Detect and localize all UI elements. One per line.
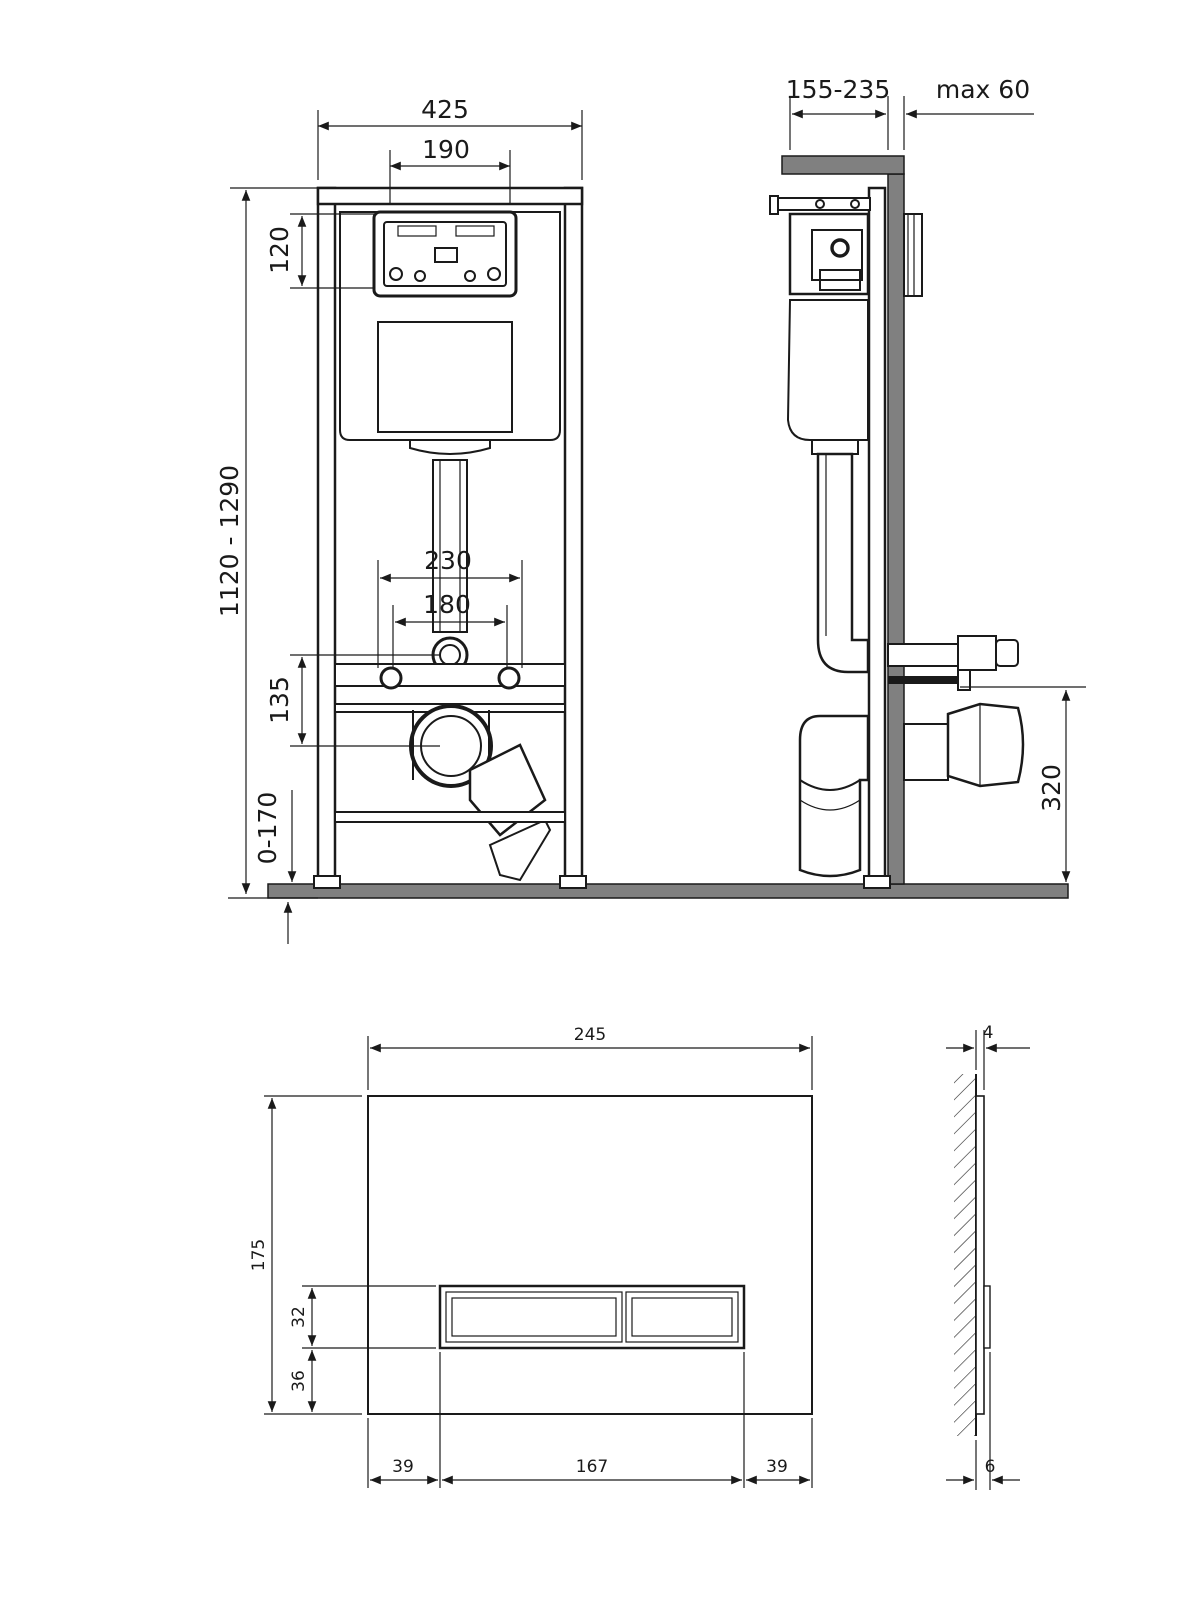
dim-425: 425 [421,95,469,124]
dim-245: 245 [574,1025,606,1045]
flush-plate-front-view: 245 175 32 36 39 167 39 [249,1025,813,1488]
dim-36: 36 [289,1370,309,1392]
dim-167: 167 [576,1457,608,1477]
service-box [372,210,518,298]
flush-plate [367,1095,813,1415]
dim-155-235: 155-235 [786,75,890,104]
dim-190: 190 [422,135,470,164]
plate-profile [975,1095,985,1415]
mounting-bar [334,663,566,687]
dim-0-170: 0-170 [253,792,282,865]
dim-320: 320 [1037,764,1066,812]
floor [267,883,1069,899]
frame-front-view: 425 190 1120 - 1290 120 230 180 [215,95,1069,944]
frame-front-dimensions: 425 190 1120 - 1290 120 230 180 [215,95,583,944]
flush-plate-dimensions: 245 175 32 36 39 167 39 [249,1025,813,1488]
dim-32: 32 [289,1306,309,1328]
right-bolt [497,666,521,690]
wall-hatch [954,1074,976,1436]
dim-39-right: 39 [766,1457,788,1477]
dim-120: 120 [265,226,294,274]
dim-135: 135 [265,676,294,724]
dim-6: 6 [985,1457,996,1477]
plate-side-dimensions: 4 6 [946,1023,1030,1490]
left-bolt [379,666,403,690]
cistern-side [786,299,869,441]
flush-pipe [432,459,468,633]
dim-max-60: max 60 [936,75,1030,104]
flush-plate-side-view: 4 6 [946,1023,1030,1490]
dim-1120-1290: 1120 - 1290 [215,465,244,617]
cistern [339,211,561,441]
flush-buttons [438,1284,746,1350]
dim-39-left: 39 [392,1457,414,1477]
wall [887,173,905,885]
left-upright [316,186,337,886]
frame-side-view: 155-235 max 60 320 [769,75,1086,889]
frame-side-dimensions: 155-235 max 60 320 [786,75,1086,882]
right-upright [563,186,584,886]
dim-230: 230 [424,546,472,575]
dim-175: 175 [249,1239,269,1271]
dim-4: 4 [983,1023,994,1043]
drain-elbow-side [798,714,870,878]
dim-180: 180 [423,590,471,619]
